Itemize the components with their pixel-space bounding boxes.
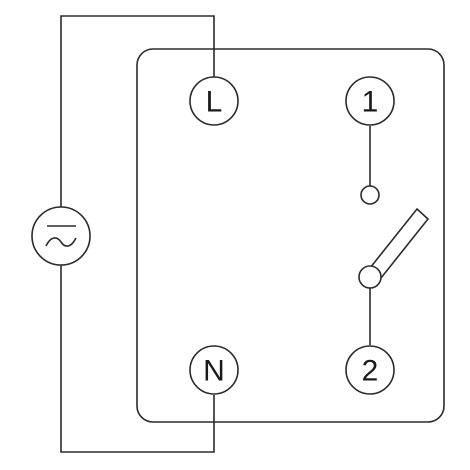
fixed-contact — [360, 185, 380, 205]
device-enclosure — [136, 48, 445, 423]
terminal-1: 1 — [345, 76, 395, 126]
supply-wire-neutral — [60, 264, 215, 453]
ac-source-icon — [31, 206, 91, 266]
terminal-n: N — [189, 345, 239, 395]
terminal-n-label: N — [203, 355, 225, 388]
terminal-2-label: 2 — [362, 355, 379, 388]
terminal-1-label: 1 — [362, 86, 379, 119]
terminal-l: L — [189, 76, 239, 126]
pivot-contact — [358, 265, 382, 289]
supply-wire-line — [60, 15, 215, 207]
switch-lever-icon — [358, 207, 430, 289]
terminal-l-label: L — [206, 86, 223, 119]
terminal-2: 2 — [345, 345, 395, 395]
